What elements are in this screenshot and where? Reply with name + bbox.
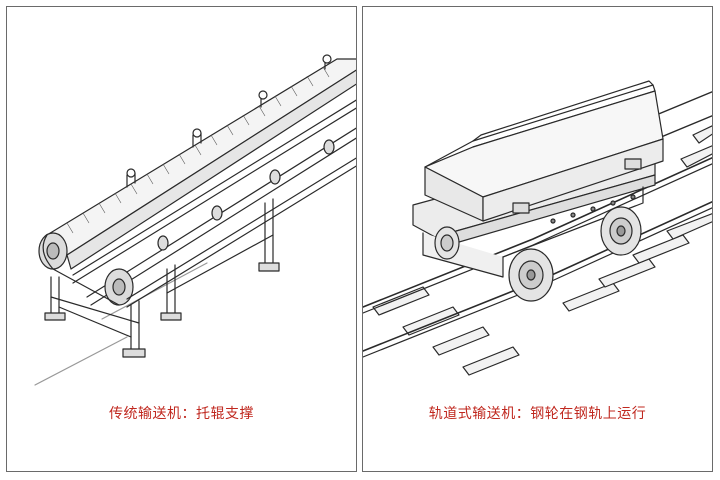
rail-cart-panel: 轨道式输送机：钢轮在钢轨上运行 — [362, 6, 713, 472]
rail-cart-caption: 轨道式输送机：钢轮在钢轨上运行 — [428, 406, 647, 422]
belt-conveyor-illustration — [34, 54, 356, 386]
rail-cart-illustration — [363, 80, 712, 376]
conveyor-panel: 传统输送机：托辊支撑 — [6, 6, 357, 472]
conveyor-caption: 传统输送机：托辊支撑 — [109, 406, 254, 422]
